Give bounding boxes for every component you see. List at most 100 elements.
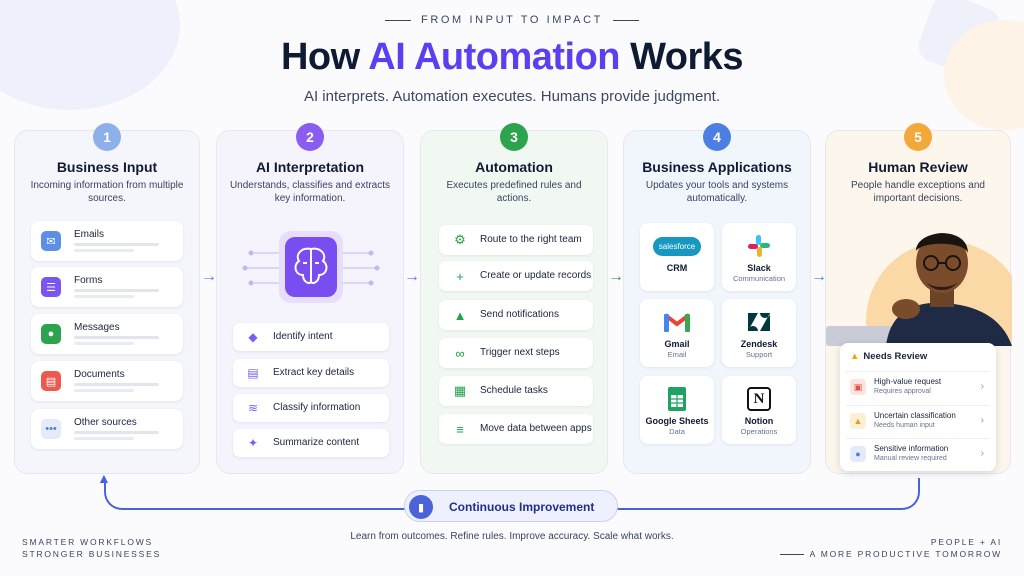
- chevron-right-icon: ›: [980, 448, 984, 459]
- step-card-business-applications: 4 Business Applications Updates your too…: [623, 123, 811, 474]
- eyebrow: FROM INPUT TO IMPACT: [0, 14, 1024, 26]
- app-name: CRM: [666, 263, 688, 273]
- step-number: 1: [93, 123, 121, 151]
- app-name: Slack: [747, 263, 771, 273]
- app-name: Zendesk: [740, 339, 778, 349]
- ai-capability-extract-details: ▤ Extract key details: [233, 359, 389, 387]
- app-name: Google Sheets: [645, 416, 709, 426]
- app-sub: Operations: [740, 427, 778, 436]
- calendar-icon: ▦: [453, 383, 467, 398]
- bar-chart-icon: ▮: [409, 495, 433, 519]
- app-sub: Data: [669, 427, 685, 436]
- footer-left: SMARTER WORKFLOWS STRONGER BUSINESSES: [22, 537, 162, 559]
- chat-icon: ●: [41, 324, 61, 344]
- arrow-right-icon: →: [811, 268, 827, 285]
- step-title: Automation: [475, 159, 553, 175]
- bell-icon: ▲: [453, 307, 467, 323]
- review-row-uncertain[interactable]: ▲ Uncertain classification Needs human i…: [846, 405, 990, 435]
- step-title: Human Review: [868, 159, 968, 175]
- more-icon: •••: [41, 419, 61, 439]
- step-description: Updates your tools and systems automatic…: [645, 180, 789, 204]
- step-title: Business Applications: [642, 159, 792, 175]
- action-label: Route to the right team: [480, 234, 582, 245]
- input-item-other-sources[interactable]: ••• Other sources: [31, 409, 183, 449]
- ai-capability-identify-intent: ◆ Identify intent: [233, 323, 389, 351]
- users-icon: ●: [850, 446, 866, 462]
- continuous-improvement-badge: ▮ Continuous Improvement: [404, 490, 618, 522]
- chip-label: Extract key details: [273, 367, 355, 378]
- input-item-label: Other sources: [74, 417, 137, 428]
- action-label: Send notifications: [480, 309, 559, 320]
- salesforce-logo-icon: salesforce: [640, 233, 714, 259]
- add-user-icon: +: [456, 268, 464, 284]
- input-item-label: Messages: [74, 322, 120, 333]
- step-card-business-input: 1 Business Input Incoming information fr…: [14, 123, 200, 474]
- app-google-sheets[interactable]: Google Sheets Data: [640, 376, 714, 444]
- continuous-improvement-label: Continuous Improvement: [449, 500, 595, 514]
- zendesk-logo-icon: [722, 309, 796, 335]
- review-row-title: High-value request: [874, 377, 942, 386]
- ai-capability-classify: ≋ Classify information: [233, 394, 389, 422]
- review-row-title: Sensitive information: [874, 444, 949, 453]
- footer-right: PEOPLE + AI A MORE PRODUCTIVE TOMORROW: [779, 536, 1002, 560]
- automation-action-trigger: ∞ Trigger next steps: [439, 338, 593, 368]
- input-item-label: Documents: [74, 369, 125, 380]
- sparkle-icon: ✦: [247, 436, 259, 450]
- page-title: How AI Automation Works: [280, 36, 744, 78]
- review-row-sensitive[interactable]: ● Sensitive information Manual review re…: [846, 438, 990, 468]
- app-zendesk[interactable]: Zendesk Support: [722, 299, 796, 367]
- step-number: 3: [500, 123, 528, 151]
- ai-capability-summarize: ✦ Summarize content: [233, 429, 389, 457]
- step-number: 4: [703, 123, 731, 151]
- input-item-documents[interactable]: ▤ Documents: [31, 361, 183, 401]
- input-item-messages[interactable]: ● Messages: [31, 314, 183, 354]
- arrow-right-icon: →: [404, 268, 420, 285]
- chevron-right-icon: ›: [980, 381, 984, 392]
- app-name: Notion: [744, 416, 774, 426]
- app-name: Gmail: [664, 339, 690, 349]
- step-card-automation: 3 Automation Executes predefined rules a…: [420, 123, 608, 474]
- input-item-label: Emails: [74, 229, 105, 240]
- chip-label: Identify intent: [273, 331, 333, 342]
- automation-action-records: + Create or update records: [439, 261, 593, 291]
- review-panel-title: ▲Needs Review: [850, 351, 928, 362]
- app-notion[interactable]: N Notion Operations: [722, 376, 796, 444]
- shopping-bag-icon: ▣: [850, 379, 866, 395]
- step-description: Understands, classifies and extracts key…: [229, 180, 391, 204]
- automation-action-route: ⚙ Route to the right team: [439, 225, 593, 255]
- arrow-right-icon: →: [608, 268, 624, 285]
- bell-icon: ▲: [850, 351, 860, 362]
- notion-logo-icon: N: [722, 386, 796, 412]
- step-title: AI Interpretation: [255, 159, 365, 175]
- ai-brain-chip-icon: [242, 231, 380, 303]
- app-salesforce[interactable]: salesforce CRM: [640, 223, 714, 291]
- automation-action-move-data: ≡ Move data between apps: [439, 414, 593, 444]
- review-row-high-value[interactable]: ▣ High-value request Requires approval ›: [846, 371, 990, 401]
- form-icon: ☰: [41, 277, 61, 297]
- tag-icon: ◆: [248, 330, 258, 344]
- step-description: People handle exceptions and important d…: [851, 180, 985, 204]
- layers-icon: ≋: [247, 401, 259, 415]
- step-card-ai-interpretation: 2 AI Interpretation Understands, classif…: [216, 123, 404, 474]
- automation-action-schedule: ▦ Schedule tasks: [439, 376, 593, 406]
- mail-icon: ✉: [41, 231, 61, 251]
- review-row-title: Uncertain classification: [874, 411, 956, 420]
- document-icon: ▤: [247, 366, 259, 380]
- app-sub: Communication: [732, 274, 786, 283]
- action-label: Move data between apps: [480, 423, 592, 434]
- page-subtitle: AI interprets. Automation executes. Huma…: [303, 88, 721, 105]
- input-item-forms[interactable]: ☰ Forms: [31, 267, 183, 307]
- gmail-logo-icon: [640, 309, 714, 335]
- chip-label: Classify information: [273, 402, 361, 413]
- app-gmail[interactable]: Gmail Email: [640, 299, 714, 367]
- input-item-emails[interactable]: ✉ Emails: [31, 221, 183, 261]
- step-description: Incoming information from multiple sourc…: [30, 180, 184, 204]
- gear-icon: ⚙: [454, 232, 466, 247]
- app-sub: Email: [667, 350, 687, 359]
- google-sheets-logo-icon: [640, 386, 714, 412]
- step-title: Business Input: [56, 159, 158, 175]
- chevron-right-icon: ›: [980, 415, 984, 426]
- database-icon: ≡: [456, 421, 464, 437]
- step-number: 5: [904, 123, 932, 151]
- app-slack[interactable]: Slack Communication: [722, 223, 796, 291]
